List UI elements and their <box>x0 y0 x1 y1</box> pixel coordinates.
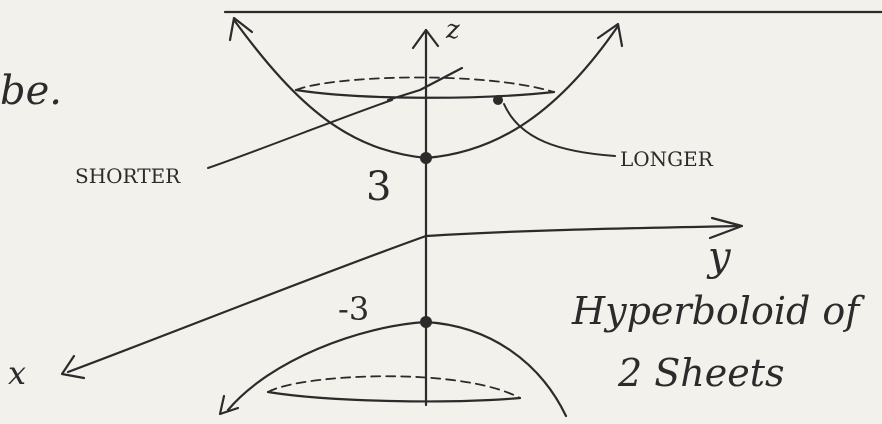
upper-cross-section-front <box>294 88 556 99</box>
lower-left-arrowhead <box>218 394 240 416</box>
upper-left-arrowhead <box>228 16 254 42</box>
shorter-axis-segment <box>386 66 464 102</box>
lower-cross-section-back <box>267 375 521 399</box>
y-axis-arrowhead <box>708 216 744 240</box>
y-axis-label: y <box>706 234 732 280</box>
x-axis <box>66 234 428 374</box>
longer-axis-point <box>493 95 503 105</box>
bottom-vertex-label: -3 <box>338 290 369 328</box>
lower-cross-section-front <box>266 390 522 403</box>
shorter-leader-line <box>207 99 393 169</box>
z-axis-label: z <box>445 15 460 45</box>
x-axis-arrowhead <box>60 354 86 380</box>
top-vertex-label: 3 <box>366 164 391 210</box>
longer-leader-line <box>503 103 616 157</box>
x-axis-label: x <box>8 354 26 392</box>
upper-right-arrowhead <box>596 22 624 48</box>
title-line-1: Hyperboloid of <box>571 289 865 333</box>
bottom-vertex-point <box>420 316 432 328</box>
top-vertex-point <box>420 152 432 164</box>
title-line-2: 2 Sheets <box>617 351 785 395</box>
y-axis <box>424 224 742 238</box>
shorter-callout: SHORTER <box>75 164 181 188</box>
note-fragment: be. <box>0 68 62 114</box>
upper-cross-section-back <box>295 76 555 93</box>
z-axis-arrowhead <box>411 28 440 50</box>
longer-callout: LONGER <box>620 147 714 171</box>
